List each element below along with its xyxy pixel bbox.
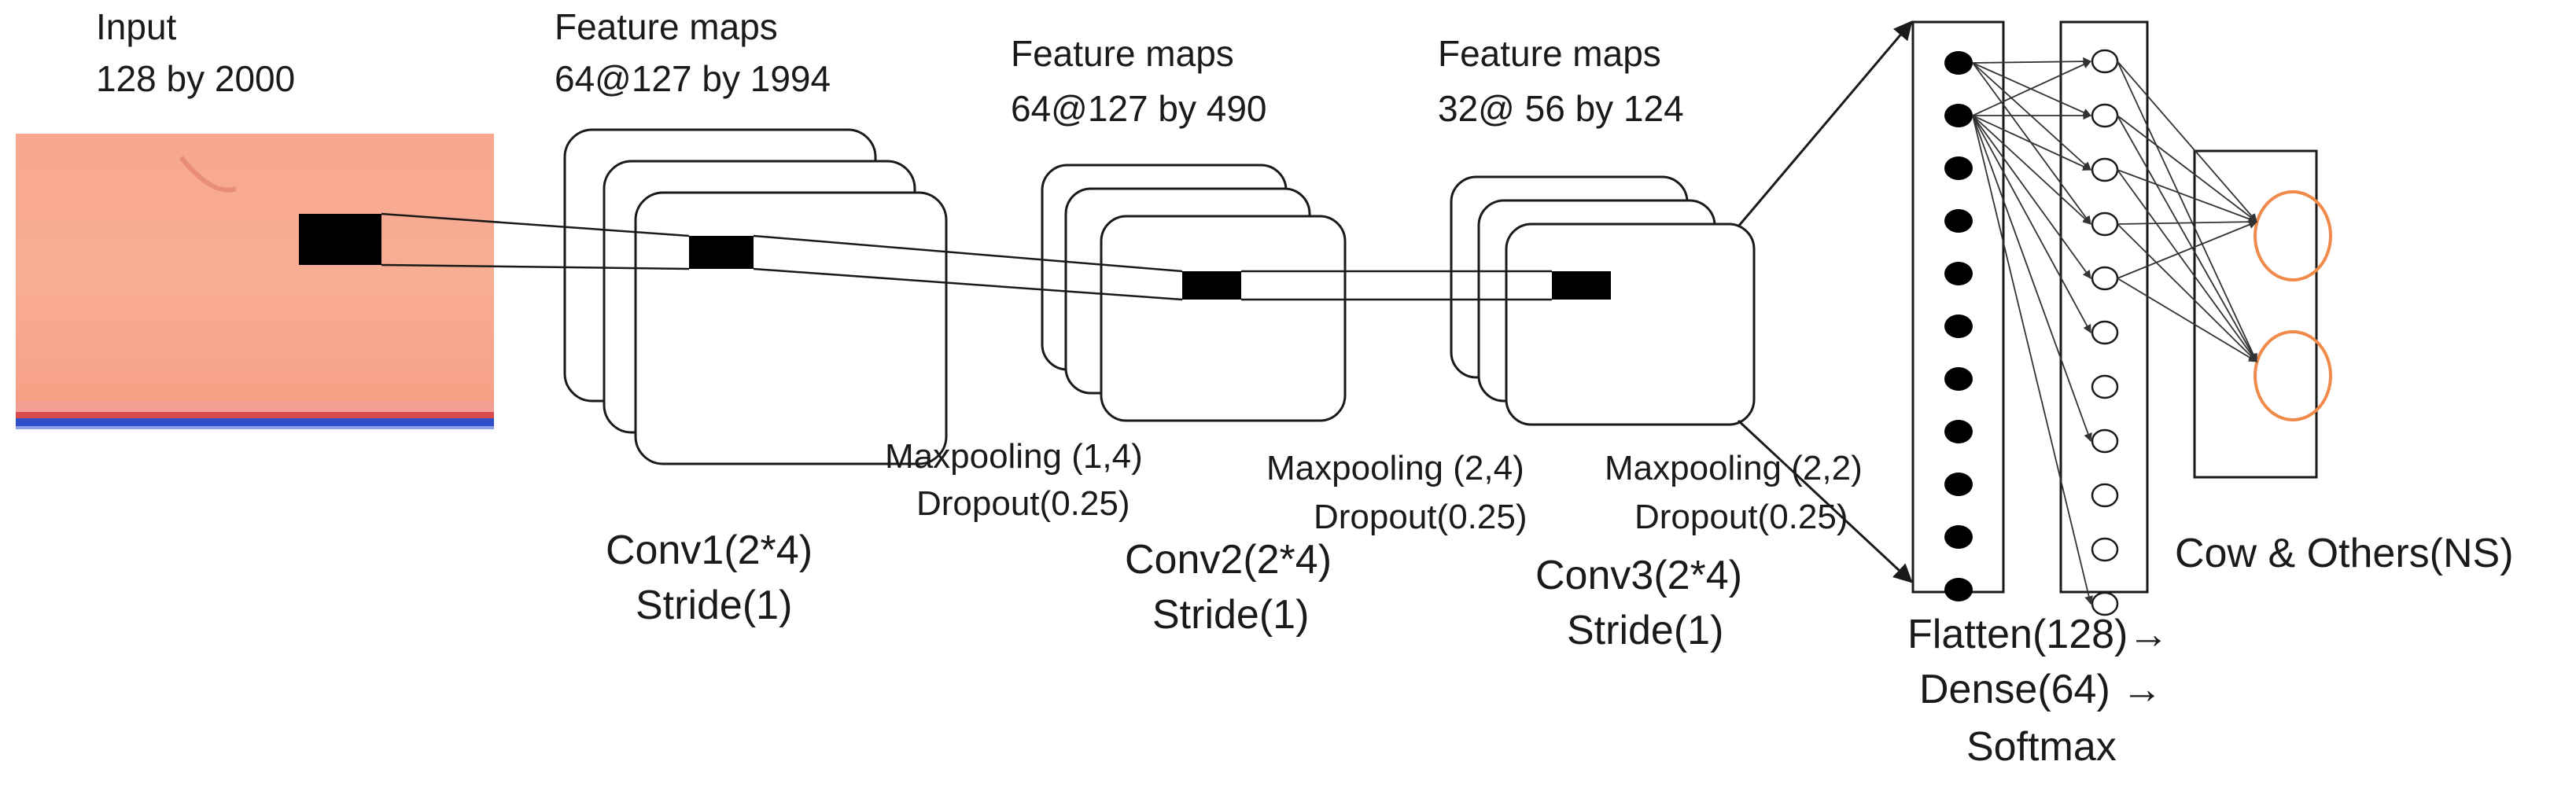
- dense-node: [2091, 320, 2119, 345]
- dense-node: [2091, 483, 2119, 508]
- connection-line: [2117, 278, 2257, 362]
- pooling-1-maxpool: Maxpooling (1,4): [885, 437, 1143, 476]
- softmax-label: Softmax: [1966, 724, 2117, 770]
- connection-line: [1972, 115, 2093, 605]
- connection-line: [1972, 62, 2091, 171]
- flatten-to-dense-connections: [1972, 57, 2093, 605]
- output-label: Cow & Others(NS): [2175, 531, 2514, 576]
- connection-line: [2117, 61, 2257, 222]
- flatten-arrow-bottom: [1737, 419, 1913, 583]
- feature-maps-3-title: Feature maps: [1438, 33, 1661, 74]
- output-node: [2254, 330, 2332, 421]
- connection-line: [2117, 223, 2257, 362]
- feature-map-stack-2: [1041, 164, 1347, 422]
- connection-line: [2117, 169, 2258, 223]
- flatten-node: [1944, 578, 1973, 601]
- connection-line: [2117, 61, 2257, 362]
- dense-node: [2091, 428, 2119, 454]
- flatten-arrow-top: [1737, 20, 1913, 227]
- conv2-label: Conv2(2*4): [1125, 537, 1332, 583]
- conv2-kernel: [1182, 271, 1241, 300]
- flatten-nodes: [1944, 51, 1973, 601]
- flatten-node: [1944, 314, 1973, 338]
- dense-node: [2091, 49, 2119, 74]
- pooling-2-maxpool: Maxpooling (2,4): [1266, 449, 1524, 487]
- output-nodes: [2254, 190, 2332, 421]
- pooling-3-dropout: Dropout(0.25): [1634, 498, 1848, 536]
- flatten-node: [1944, 209, 1973, 233]
- connection-line: [1972, 62, 2091, 116]
- flatten-node: [1944, 473, 1973, 496]
- dense-node: [2091, 157, 2119, 182]
- conv3-stride: Stride(1): [1567, 608, 1724, 653]
- dense-to-output-connections: [2117, 61, 2258, 362]
- connection-line: [1972, 57, 2092, 66]
- flatten-node: [1944, 104, 1973, 127]
- flatten-node: [1944, 262, 1973, 285]
- input-size: 128 by 2000: [96, 58, 296, 99]
- feature-map-stack-1: [563, 128, 948, 465]
- flatten-node: [1944, 420, 1973, 443]
- feature-maps-2-title: Feature maps: [1011, 33, 1234, 74]
- connection-line: [2117, 169, 2257, 362]
- flatten-node: [1944, 156, 1973, 180]
- conv3-kernel: [1552, 271, 1611, 300]
- pooling-2-dropout: Dropout(0.25): [1314, 498, 1528, 536]
- connection-line: [1972, 115, 2091, 171]
- connection-line: [1972, 115, 2091, 225]
- flatten-node: [1944, 51, 1973, 75]
- connection-line: [2117, 220, 2258, 279]
- feature-map-stack-3: [1450, 175, 1756, 426]
- dense-node: [2091, 266, 2119, 291]
- dense-node: [2091, 374, 2119, 399]
- conv3-label: Conv3(2*4): [1535, 553, 1743, 598]
- receptive-field-lines: [381, 212, 1552, 301]
- output-node: [2254, 190, 2332, 281]
- flatten-node: [1944, 367, 1973, 391]
- connection-line: [2117, 115, 2257, 362]
- conv1-stride: Stride(1): [636, 583, 793, 628]
- feature-maps-3-size: 32@ 56 by 124: [1438, 88, 1684, 129]
- connection-line: [1972, 61, 2091, 116]
- dense-node: [2091, 537, 2119, 562]
- flatten-node: [1944, 525, 1973, 549]
- conv1-label: Conv1(2*4): [606, 528, 813, 573]
- dense-node: [2091, 211, 2119, 237]
- dense-node: [2091, 103, 2119, 128]
- feature-maps-1-size: 64@127 by 1994: [555, 58, 831, 99]
- connection-line: [1972, 115, 2092, 443]
- connection-line: [1972, 62, 2091, 225]
- connection-line: [1972, 115, 2091, 333]
- feature-maps-2-size: 64@127 by 490: [1011, 88, 1267, 129]
- dense-label: Dense(64) →: [1919, 667, 2163, 712]
- input-image: [16, 134, 494, 429]
- pooling-3-maxpool: Maxpooling (2,2): [1605, 449, 1863, 487]
- connection-line: [1972, 115, 2091, 279]
- input-kernel: [299, 214, 381, 265]
- feature-maps-1-title: Feature maps: [555, 6, 778, 47]
- conv2-stride: Stride(1): [1152, 592, 1310, 638]
- pooling-1-dropout: Dropout(0.25): [916, 484, 1130, 523]
- connection-line: [2117, 217, 2258, 226]
- flatten-label: Flatten(128)→: [1907, 612, 2169, 657]
- input-title: Input: [96, 6, 177, 47]
- output-layer-box: [2193, 149, 2318, 479]
- conv1-kernel: [689, 236, 754, 269]
- connection-line: [2117, 115, 2257, 222]
